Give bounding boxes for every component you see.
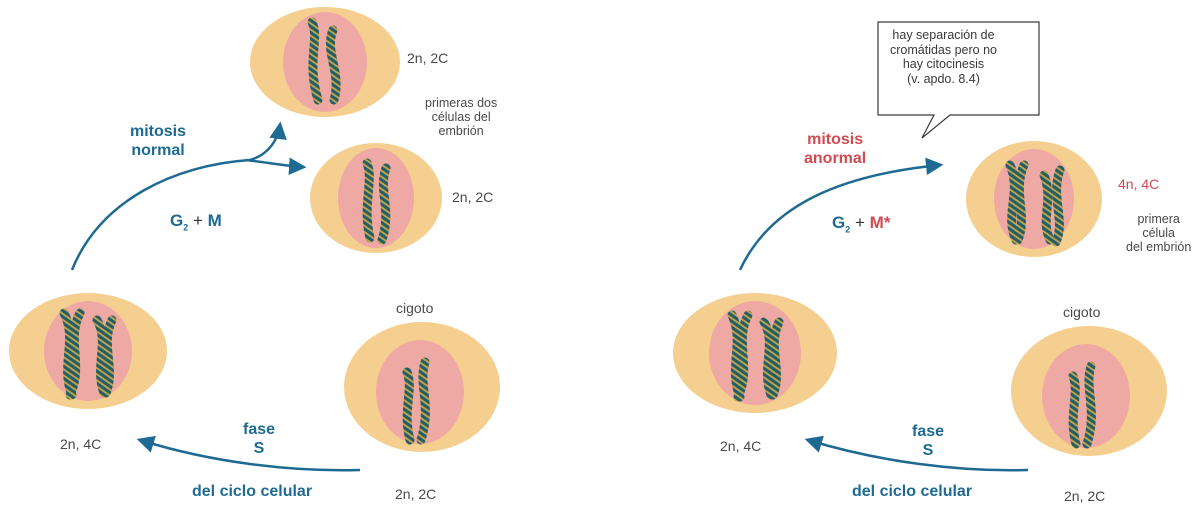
result-note: primera célula del embrión [1126, 212, 1191, 254]
cell-right-duplicated [673, 293, 837, 413]
bubble-text: hay separación de cromátidas pero no hay… [890, 28, 997, 86]
second-cell-note: primeras dos células del embrión [425, 96, 497, 138]
left-cell-ploidy: 2n, 4C [60, 436, 101, 452]
cell-second-left [310, 143, 442, 253]
g2-mstar-equation: G2 + M* [832, 213, 890, 234]
cell-top-left [250, 7, 400, 117]
right-cell-cycle-label: del ciclo celular [852, 482, 972, 501]
equation-m: M [208, 211, 222, 230]
equation-plus: + [855, 213, 865, 232]
right-zygote-ploidy: 2n, 2C [1064, 488, 1105, 504]
right-phase-s-label: fase S [912, 422, 944, 460]
result-ploidy: 4n, 4C [1118, 176, 1159, 192]
cell-zygote-right [1011, 326, 1167, 456]
top-cell-ploidy: 2n, 2C [407, 50, 448, 66]
equation-g: G [832, 213, 845, 232]
g2-m-equation: G2 + M [170, 211, 222, 232]
cell-result-right [966, 141, 1102, 257]
zygote-label: cigoto [396, 300, 433, 316]
phase-s-label: fase S [243, 420, 275, 458]
cell-zygote-left [344, 322, 500, 452]
cell-left-duplicated [9, 293, 167, 409]
chromosome [312, 22, 318, 100]
mitosis-arrow-right [245, 160, 303, 167]
chromosome [382, 168, 386, 240]
equation-sub: 2 [845, 224, 850, 234]
second-cell-ploidy: 2n, 2C [452, 189, 493, 205]
mitosis-abnormal-label: mitosis anormal [804, 130, 866, 168]
right-left-cell-ploidy: 2n, 4C [720, 438, 761, 454]
right-zygote-label: cigoto [1063, 304, 1100, 320]
equation-plus: + [193, 211, 203, 230]
equation-g: G [170, 211, 183, 230]
zygote-ploidy: 2n, 2C [395, 486, 436, 502]
cell-cycle-label: del ciclo celular [192, 482, 312, 501]
mitosis-normal-label: mitosis normal [130, 122, 186, 160]
chromosome [367, 163, 370, 238]
equation-mstar: M* [870, 213, 891, 232]
equation-sub: 2 [183, 222, 188, 232]
